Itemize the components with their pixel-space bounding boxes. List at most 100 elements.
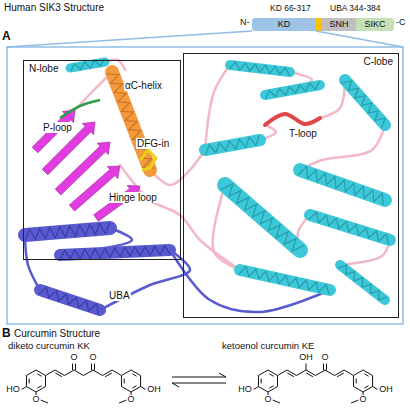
p-loop-coil — [60, 100, 100, 118]
structure-caption: ketoenol curcumin KE — [222, 341, 314, 351]
bond — [22, 387, 27, 390]
helix-turns — [266, 81, 320, 98]
bond — [93, 370, 103, 376]
bond — [26, 376, 27, 387]
terminus-label: -C — [396, 18, 406, 28]
bond — [45, 376, 46, 387]
bond — [323, 364, 324, 371]
bond — [363, 387, 373, 393]
bond — [254, 387, 259, 390]
bond — [261, 379, 262, 384]
bond — [37, 374, 41, 376]
bond — [41, 400, 49, 403]
bond — [26, 370, 36, 376]
helix-ribbon — [345, 80, 385, 125]
helix-ribbon — [300, 170, 385, 200]
domain-name: SNH — [329, 20, 348, 30]
arrow-line — [172, 377, 226, 378]
bond — [354, 387, 364, 393]
bond — [364, 374, 368, 376]
atom-label: O — [321, 353, 330, 363]
lobe-heading: N-lobe — [27, 63, 60, 74]
atom-label: HO — [5, 385, 21, 395]
bond — [344, 370, 354, 376]
bond — [306, 373, 313, 377]
bond — [364, 386, 368, 388]
helix-turns — [25, 223, 109, 241]
bond — [132, 386, 136, 388]
arrow-line — [172, 383, 179, 387]
atom-label: OH — [378, 385, 394, 395]
domain-range: KD 66-317 — [270, 4, 311, 13]
loop-coil — [150, 150, 205, 185]
bond — [91, 364, 92, 371]
domain-box: SIKC — [356, 18, 394, 31]
structure-label: UBA — [108, 290, 131, 301]
bond — [29, 379, 30, 384]
loop-coil — [25, 235, 40, 290]
helix-turns — [39, 287, 99, 314]
bond — [119, 400, 127, 403]
atom-label: O — [359, 395, 368, 405]
bond — [74, 370, 84, 376]
atom-label: O — [70, 353, 79, 363]
bond — [335, 370, 345, 376]
zoom-line — [7, 31, 252, 47]
bond — [103, 370, 113, 376]
bond — [122, 370, 132, 376]
bond — [55, 370, 65, 376]
helix-turns — [338, 265, 388, 300]
bond — [122, 387, 132, 393]
bond — [316, 370, 326, 376]
bond — [356, 379, 357, 384]
beta-strand — [94, 185, 140, 221]
atom-label: O — [127, 395, 136, 405]
bond — [363, 370, 373, 376]
bond — [124, 379, 125, 384]
domain-range: UBA 344-384 — [330, 4, 381, 13]
helix-ribbon — [240, 270, 330, 290]
terminus-label: N- — [240, 18, 250, 28]
bond — [354, 370, 364, 376]
helix-turns — [230, 62, 290, 76]
arrow-line — [219, 373, 226, 377]
atom-label: HO — [237, 385, 253, 395]
panel-letter: B — [2, 327, 11, 340]
bond — [75, 364, 76, 371]
bond — [26, 387, 36, 393]
lobe-heading: C-lobe — [362, 56, 395, 67]
domain-box: KD — [252, 18, 316, 31]
equilibrium-arrows — [172, 373, 226, 387]
bond — [112, 370, 122, 376]
bond — [278, 370, 288, 376]
lobe-box: C-lobe — [183, 53, 399, 318]
bond — [121, 376, 122, 387]
bond — [46, 370, 56, 376]
atom-label: O — [263, 395, 272, 405]
panel-heading: Human SIK3 Structure — [4, 2, 104, 13]
panel-heading: Curcumin Structure — [14, 328, 100, 339]
atom-label: OH — [298, 353, 314, 363]
t-loop-coil — [265, 114, 320, 125]
bond — [36, 387, 46, 393]
bond — [65, 370, 75, 376]
bond — [373, 387, 378, 390]
helix-ribbon — [40, 290, 100, 310]
structure-label: T-loop — [288, 128, 318, 139]
bond — [131, 370, 141, 376]
structure-label: P-loop — [42, 122, 73, 133]
bond — [36, 370, 46, 376]
structure-label: αC-helix — [124, 80, 163, 91]
helix-turns — [342, 81, 385, 128]
bond — [94, 364, 95, 371]
bond — [37, 386, 41, 388]
bond — [287, 373, 294, 377]
bond — [258, 376, 259, 387]
domain-name: SIKC — [364, 20, 385, 30]
bond — [140, 376, 141, 387]
bond — [273, 400, 281, 403]
bond — [268, 370, 278, 376]
bond — [287, 370, 297, 376]
atom-label: O — [31, 395, 40, 405]
